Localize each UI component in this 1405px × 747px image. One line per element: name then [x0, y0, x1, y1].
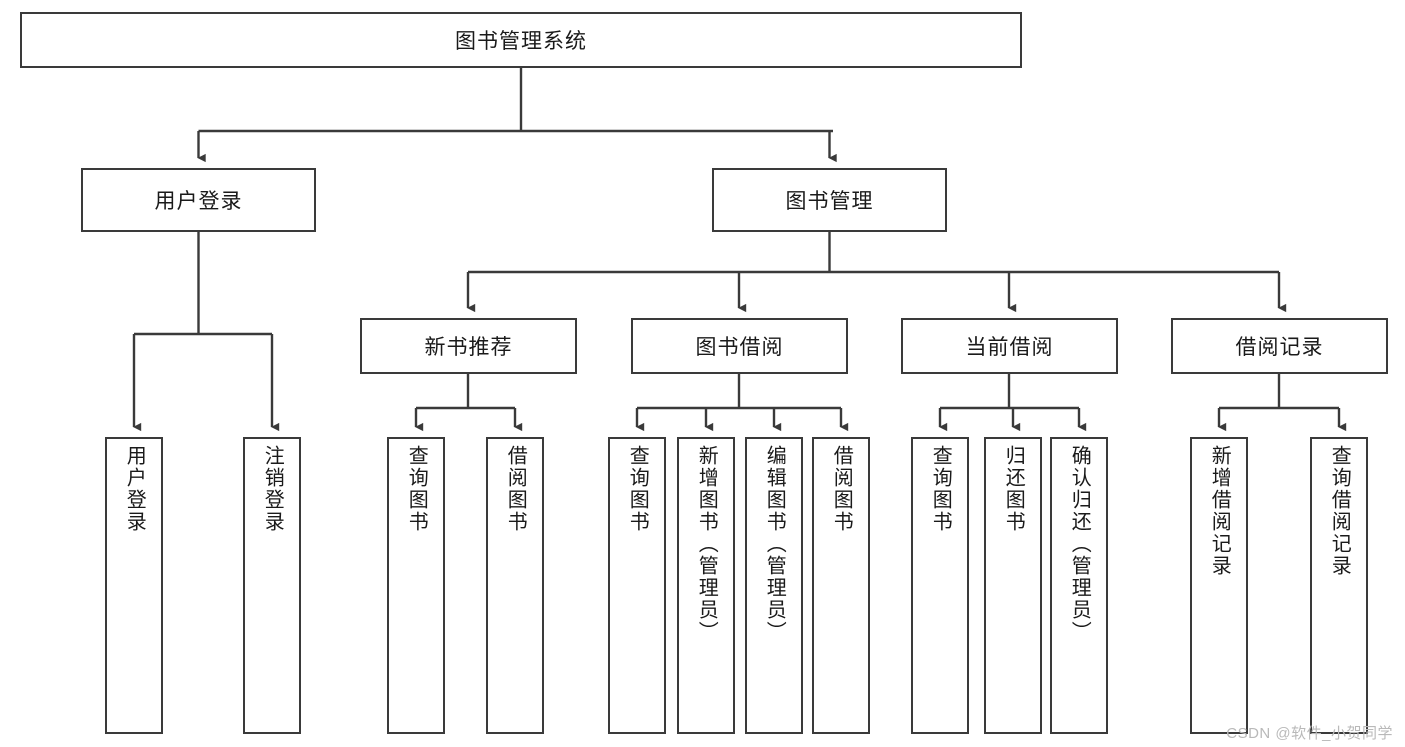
node-book-management-label: 图书管理 — [785, 190, 874, 213]
leaf-query-book-borrow[interactable]: 查询图书 — [608, 437, 666, 734]
node-user-login-label: 用户登录 — [154, 190, 243, 213]
leaf-user-login-label: 用户登录 — [123, 445, 146, 533]
leaf-confirm-return-admin-label: 确认归还（管理员） — [1068, 445, 1091, 643]
leaf-add-book-admin[interactable]: 新增图书（管理员） — [677, 437, 735, 734]
leaf-add-book-admin-label: 新增图书（管理员） — [695, 445, 718, 643]
leaf-edit-book-admin-label: 编辑图书（管理员） — [763, 445, 786, 643]
leaf-return-book[interactable]: 归还图书 — [984, 437, 1042, 734]
leaf-add-borrow-record[interactable]: 新增借阅记录 — [1190, 437, 1248, 734]
node-new-book-recommend[interactable]: 新书推荐 — [360, 318, 577, 374]
node-book-management[interactable]: 图书管理 — [712, 168, 947, 232]
leaf-query-book-current-label: 查询图书 — [929, 445, 952, 533]
leaf-query-book-recommend-label: 查询图书 — [405, 445, 428, 533]
watermark-text: CSDN @软件_小贺同学 — [1226, 725, 1393, 742]
leaf-query-borrow-record[interactable]: 查询借阅记录 — [1310, 437, 1368, 734]
leaf-confirm-return-admin[interactable]: 确认归还（管理员） — [1050, 437, 1108, 734]
leaf-borrow-book-label: 借阅图书 — [830, 445, 853, 533]
node-borrow-record[interactable]: 借阅记录 — [1171, 318, 1388, 374]
leaf-query-book-recommend[interactable]: 查询图书 — [387, 437, 445, 734]
node-borrow-record-label: 借阅记录 — [1235, 336, 1324, 359]
node-current-borrow[interactable]: 当前借阅 — [901, 318, 1118, 374]
leaf-borrow-book[interactable]: 借阅图书 — [812, 437, 870, 734]
node-book-borrow[interactable]: 图书借阅 — [631, 318, 848, 374]
leaf-logout-label: 注销登录 — [261, 445, 284, 533]
leaf-query-borrow-record-label: 查询借阅记录 — [1328, 445, 1351, 577]
node-new-book-recommend-label: 新书推荐 — [424, 336, 513, 359]
leaf-return-book-label: 归还图书 — [1002, 445, 1025, 533]
node-book-borrow-label: 图书借阅 — [695, 336, 784, 359]
leaf-edit-book-admin[interactable]: 编辑图书（管理员） — [745, 437, 803, 734]
leaf-borrow-book-recommend-label: 借阅图书 — [504, 445, 527, 533]
node-current-borrow-label: 当前借阅 — [965, 336, 1054, 359]
leaf-query-book-current[interactable]: 查询图书 — [911, 437, 969, 734]
leaf-add-borrow-record-label: 新增借阅记录 — [1208, 445, 1231, 577]
leaf-logout[interactable]: 注销登录 — [243, 437, 301, 734]
leaf-borrow-book-recommend[interactable]: 借阅图书 — [486, 437, 544, 734]
node-root[interactable]: 图书管理系统 — [20, 12, 1022, 68]
leaf-query-book-borrow-label: 查询图书 — [626, 445, 649, 533]
leaf-user-login[interactable]: 用户登录 — [105, 437, 163, 734]
node-root-label: 图书管理系统 — [455, 30, 587, 53]
node-user-login[interactable]: 用户登录 — [81, 168, 316, 232]
